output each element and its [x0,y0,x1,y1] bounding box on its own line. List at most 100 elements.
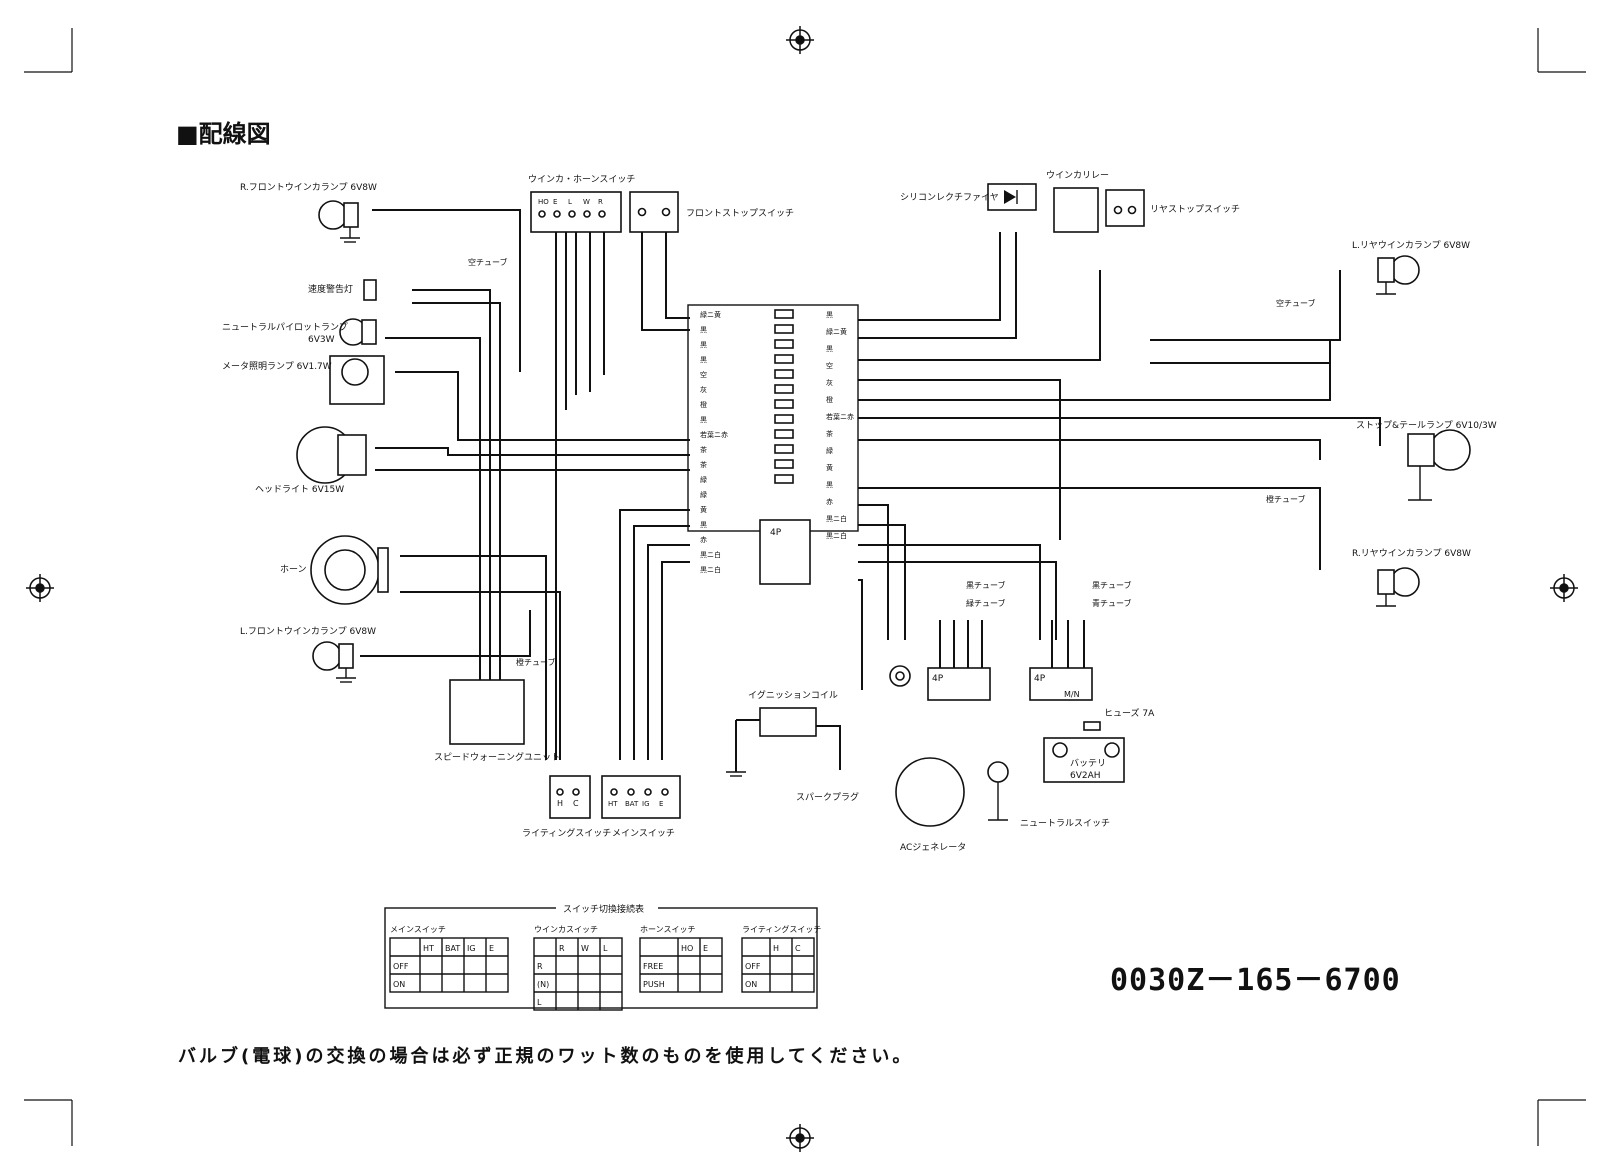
svg-text:リヤストップスイッチ: リヤストップスイッチ [1150,204,1240,215]
r-rear-winker-lamp: R.リヤウインカランプ 6V8W [1352,548,1471,607]
neutral-switch: ニュートラルスイッチ [987,761,1110,829]
speed-warning-light: 速度警告灯 [308,279,377,301]
r-front-winker-label: R.フロントウインカランプ 6V8W [240,182,377,193]
wire-color-label: 黒ニ白 [826,531,847,540]
table-col-header: W [581,944,589,953]
svg-text:ウインカ・ホーンスイッチ: ウインカ・ホーンスイッチ [528,174,635,185]
table-col-header: C [795,944,801,953]
winker-relay: ウインカリレー [1046,170,1109,233]
terminal-label: W [583,198,590,206]
wire-color-label: 赤 [826,498,833,506]
wiring-bus [360,209,1381,760]
table-col-header: E [703,944,708,953]
headlight: ヘッドライト 6V15W [255,426,367,495]
neutral-indicator-circle [889,665,911,687]
terminal-label: HT [608,800,618,808]
wire-color-label: 灰 [826,378,833,387]
table-grid [741,937,815,993]
coupler [774,324,794,334]
coupler [774,459,794,469]
table-grid [639,937,723,993]
wire-color-label: 空 [826,361,833,370]
table-row-header: L [537,998,542,1007]
wire-color-label: 黒 [826,311,833,319]
terminal-label: E [553,198,557,206]
svg-text:4P: 4P [932,674,944,684]
svg-text:黒チューブ: 黒チューブ [966,580,1006,590]
wire-color-label: 黒ニ白 [826,514,847,523]
r-front-winker-lamp: R.フロントウインカランプ 6V8W [240,182,377,243]
svg-text:シリコンレクチファイヤ: シリコンレクチファイヤ [900,192,999,203]
terminal-dot [583,210,591,218]
table-row-header: PUSH [643,980,665,989]
wire-color-label: 茶 [826,429,833,438]
svg-text:6V3W: 6V3W [308,335,335,345]
table-row-header: ON [745,980,757,989]
table-group-title: ホーンスイッチ [640,925,695,934]
svg-text:R.リヤウインカランプ 6V8W: R.リヤウインカランプ 6V8W [1352,548,1471,559]
coupler [774,444,794,454]
svg-text:緑チューブ: 緑チューブ [966,598,1006,608]
wire-color-label: 黒 [700,356,707,364]
wire-color-label: 茶 [700,460,707,469]
wire-color-label: 橙 [700,400,707,409]
svg-text:M/N: M/N [1064,690,1080,699]
svg-text:ヒューズ 7A: ヒューズ 7A [1104,707,1155,719]
wire-color-label: 黒ニ白 [700,565,721,574]
svg-text:6V2AH: 6V2AH [1070,771,1101,781]
table-col-header: R [559,944,565,953]
table-col-header: IG [467,944,476,953]
terminal-label: BAT [625,800,639,808]
svg-text:メータ照明ランプ 6V1.7W: メータ照明ランプ 6V1.7W [222,361,332,372]
wire-color-label: 黒 [700,341,707,349]
terminal-label: C [573,799,579,808]
part-number: 0030Z－165－6700 [1110,963,1401,998]
table-group-title: メインスイッチ [390,925,446,934]
svg-text:4P: 4P [1034,674,1046,684]
table-col-header: HO [681,944,693,953]
connector-4p-left: 4P [927,667,991,701]
wire-color-label: 緑 [826,446,833,455]
terminal-dot [610,788,618,796]
ignition-coil: イグニッションコイル スパークプラグ [726,689,859,803]
coupler [774,339,794,349]
wire-color-label: 赤 [700,536,707,544]
wire-color-label: 黄 [700,505,707,514]
front-stop-switch: フロントストップスイッチ [629,191,794,233]
page-title: ■配線図 [176,120,271,148]
svg-text:フロントストップスイッチ: フロントストップスイッチ [686,208,794,219]
fuse: ヒューズ 7A [1083,707,1155,731]
terminal-dot [538,210,546,218]
svg-text:L.リヤウインカランプ 6V8W: L.リヤウインカランプ 6V8W [1352,240,1470,251]
ac-generator: ACジェネレータ [895,757,966,853]
terminal-dot [627,788,635,796]
wire-color-label: 緑ニ黄 [700,310,721,319]
coupler [774,399,794,409]
rear-stop-switch: リヤストップスイッチ [1105,189,1240,227]
svg-text:L.フロントウインカランプ 6V8W: L.フロントウインカランプ 6V8W [240,626,376,637]
center-connector-block: 緑ニ黄黒黒黒空灰橙黒若葉ニ赤茶茶緑緑黄黒赤黒ニ白黒ニ白黒緑ニ黄黒空灰橙若葉ニ赤茶… [687,304,859,585]
l-rear-winker-lamp: L.リヤウインカランプ 6V8W [1352,240,1470,295]
wire-color-label: 茶 [700,445,707,454]
terminal-dot [568,210,576,218]
horn: ホーン [280,535,389,605]
svg-text:速度警告灯: 速度警告灯 [308,283,353,295]
speed-warning-unit: スピードウォーニングユニット [434,679,560,763]
terminal-label: E [659,800,663,808]
terminal-dot [661,788,669,796]
wire-color-label: 灰 [700,385,707,394]
wire-color-label: 黒 [826,345,833,353]
wire-color-label: 緑 [700,475,707,484]
svg-text:黒チューブ: 黒チューブ [1092,580,1132,590]
terminal-dot [598,210,606,218]
l-front-winker-lamp: L.フロントウインカランプ 6V8W [240,626,376,683]
table-col-header: L [603,944,608,953]
neutral-pilot-lamp: ニュートラルパイロットランプ 6V3W [222,318,377,346]
svg-text:ヘッドライト 6V15W: ヘッドライト 6V15W [255,484,344,495]
svg-text:スピードウォーニングユニット: スピードウォーニングユニット [434,751,560,763]
svg-text:イグニッションコイル: イグニッションコイル [748,689,838,701]
